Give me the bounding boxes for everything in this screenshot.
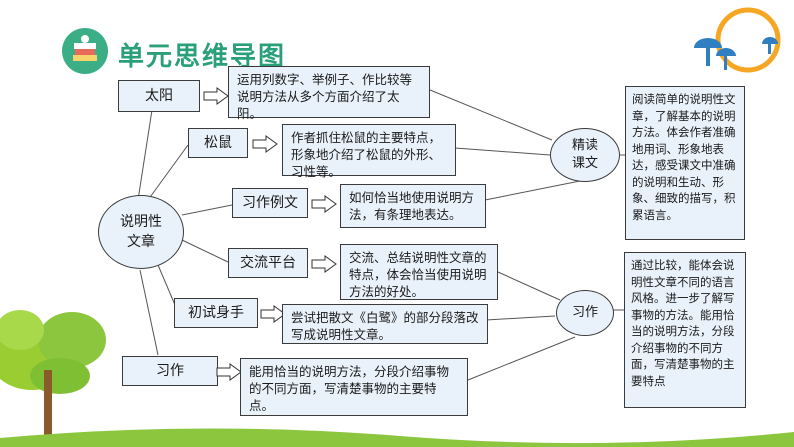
branch-label-xizuo: 习作 <box>122 356 218 386</box>
branch-label-songshu: 松鼠 <box>188 128 248 158</box>
branch-label-jiaoliu-pingtai: 交流平台 <box>228 248 308 278</box>
arrow-icon <box>252 135 278 153</box>
hub-xizuo: 习作 <box>556 290 614 336</box>
arrow-icon <box>203 87 229 105</box>
arrow-icon <box>311 255 337 273</box>
tree-icon <box>0 310 794 447</box>
branch-label-chushi-shenshou: 初试身手 <box>174 298 258 328</box>
mushroom-cluster-icon <box>694 7 781 73</box>
hub-jingdu-kewen: 精读 课文 <box>550 128 620 182</box>
orange-ring-icon <box>715 7 781 73</box>
branch-desc-taiyang: 运用列数字、举例子、作比较等说明方法从多个方面介绍了太阳。 <box>228 66 430 121</box>
branch-desc-xizuo-liwen: 如何恰当地使用说明方法，有条理地表达。 <box>340 184 486 228</box>
branch-label-xizuo-liwen: 习作例文 <box>232 188 308 218</box>
center-node: 说明性 文章 <box>98 195 184 269</box>
book-stack-icon <box>62 28 108 74</box>
hub-desc-jingdu-kewen: 阅读简单的说明性文章，了解基本的说明方法。体会作者准确地用词、形象地表达，感受课… <box>625 86 745 240</box>
branch-desc-songshu: 作者抓住松鼠的主要特点，形象地介绍了松鼠的外形、习性等。 <box>282 124 456 179</box>
arrow-icon <box>311 195 337 213</box>
branch-label-taiyang: 太阳 <box>118 80 200 112</box>
branch-desc-chushi-shenshou: 尝试把散文《白鹭》的部分段落改写成说明性文章。 <box>282 304 488 344</box>
hub-desc-xizuo: 通过比较，能体会说明性文章不同的语言风格。进一步了解写事物的方法。能用恰当的说明… <box>624 252 746 408</box>
branch-desc-xizuo: 能用恰当的说明方法，分段介绍事物的不同方面，写清楚事物的主要特点。 <box>240 358 468 416</box>
arrow-icon <box>216 363 242 381</box>
arrow-icon <box>260 305 286 323</box>
branch-desc-jiaoliu-pingtai: 交流、总结说明性文章的特点，体会恰当使用说明方法的好处。 <box>340 244 498 300</box>
